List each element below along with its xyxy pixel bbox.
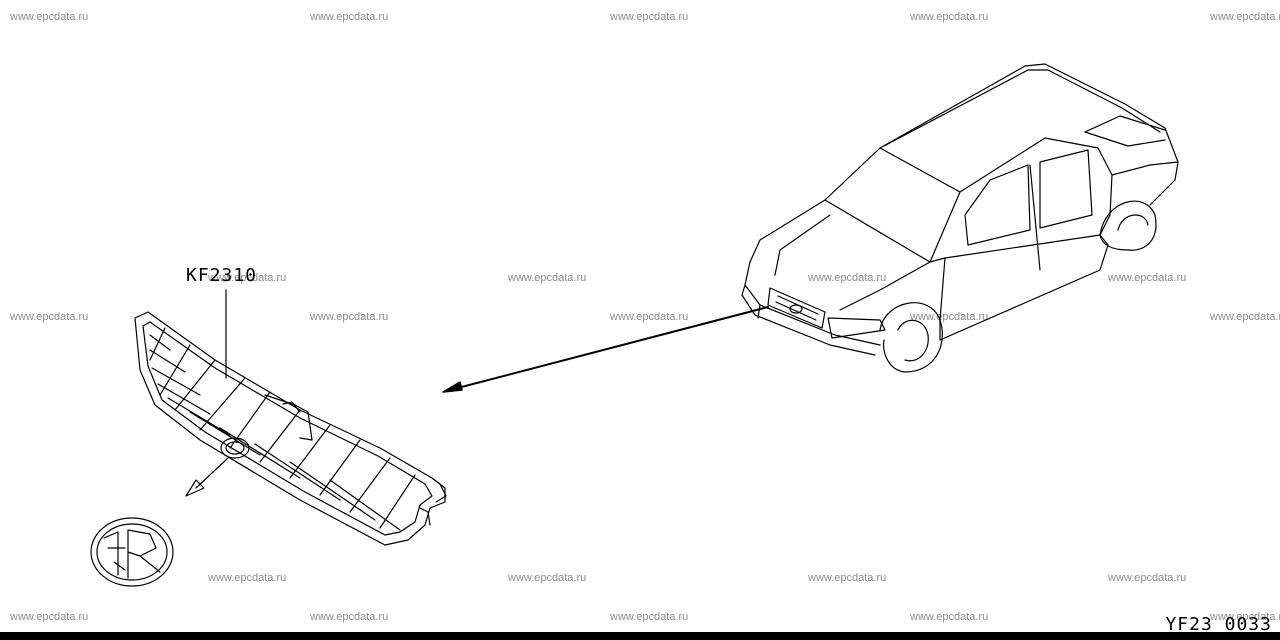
watermark: www.epcdata.ru bbox=[808, 272, 887, 284]
watermark: www.epcdata.ru bbox=[910, 11, 989, 23]
bottom-border bbox=[0, 632, 1280, 640]
watermark: www.epcdata.ru bbox=[1108, 272, 1187, 284]
front-grille-icon bbox=[134, 311, 447, 546]
watermark: www.epcdata.ru bbox=[10, 11, 89, 23]
watermark: www.epcdata.ru bbox=[508, 572, 587, 584]
emblem-arrow-icon bbox=[185, 457, 229, 497]
part-code-label[interactable]: KF2310 bbox=[186, 265, 258, 286]
watermark: www.epcdata.ru bbox=[910, 611, 989, 623]
emblem-badge-icon bbox=[90, 517, 174, 587]
car-outline-icon bbox=[741, 63, 1179, 373]
watermark: www.epcdata.ru bbox=[208, 272, 287, 284]
watermark: www.epcdata.ru bbox=[1108, 572, 1187, 584]
watermark: www.epcdata.ru bbox=[208, 572, 287, 584]
watermark: www.epcdata.ru bbox=[910, 311, 989, 323]
watermark: www.epcdata.ru bbox=[1210, 11, 1280, 23]
watermark: www.epcdata.ru bbox=[610, 11, 689, 23]
watermark: www.epcdata.ru bbox=[1210, 311, 1280, 323]
watermark: www.epcdata.ru bbox=[610, 311, 689, 323]
watermark: www.epcdata.ru bbox=[10, 311, 89, 323]
watermark: www.epcdata.ru bbox=[10, 611, 89, 623]
arrow-icon bbox=[442, 306, 769, 393]
watermark: www.epcdata.ru bbox=[508, 272, 587, 284]
watermark: www.epcdata.ru bbox=[610, 611, 689, 623]
watermark: www.epcdata.ru bbox=[310, 311, 389, 323]
watermark: www.epcdata.ru bbox=[1210, 611, 1280, 623]
watermark: www.epcdata.ru bbox=[808, 572, 887, 584]
watermark: www.epcdata.ru bbox=[310, 611, 389, 623]
watermark: www.epcdata.ru bbox=[310, 11, 389, 23]
figure-code: YF23 0033 bbox=[1165, 614, 1272, 635]
